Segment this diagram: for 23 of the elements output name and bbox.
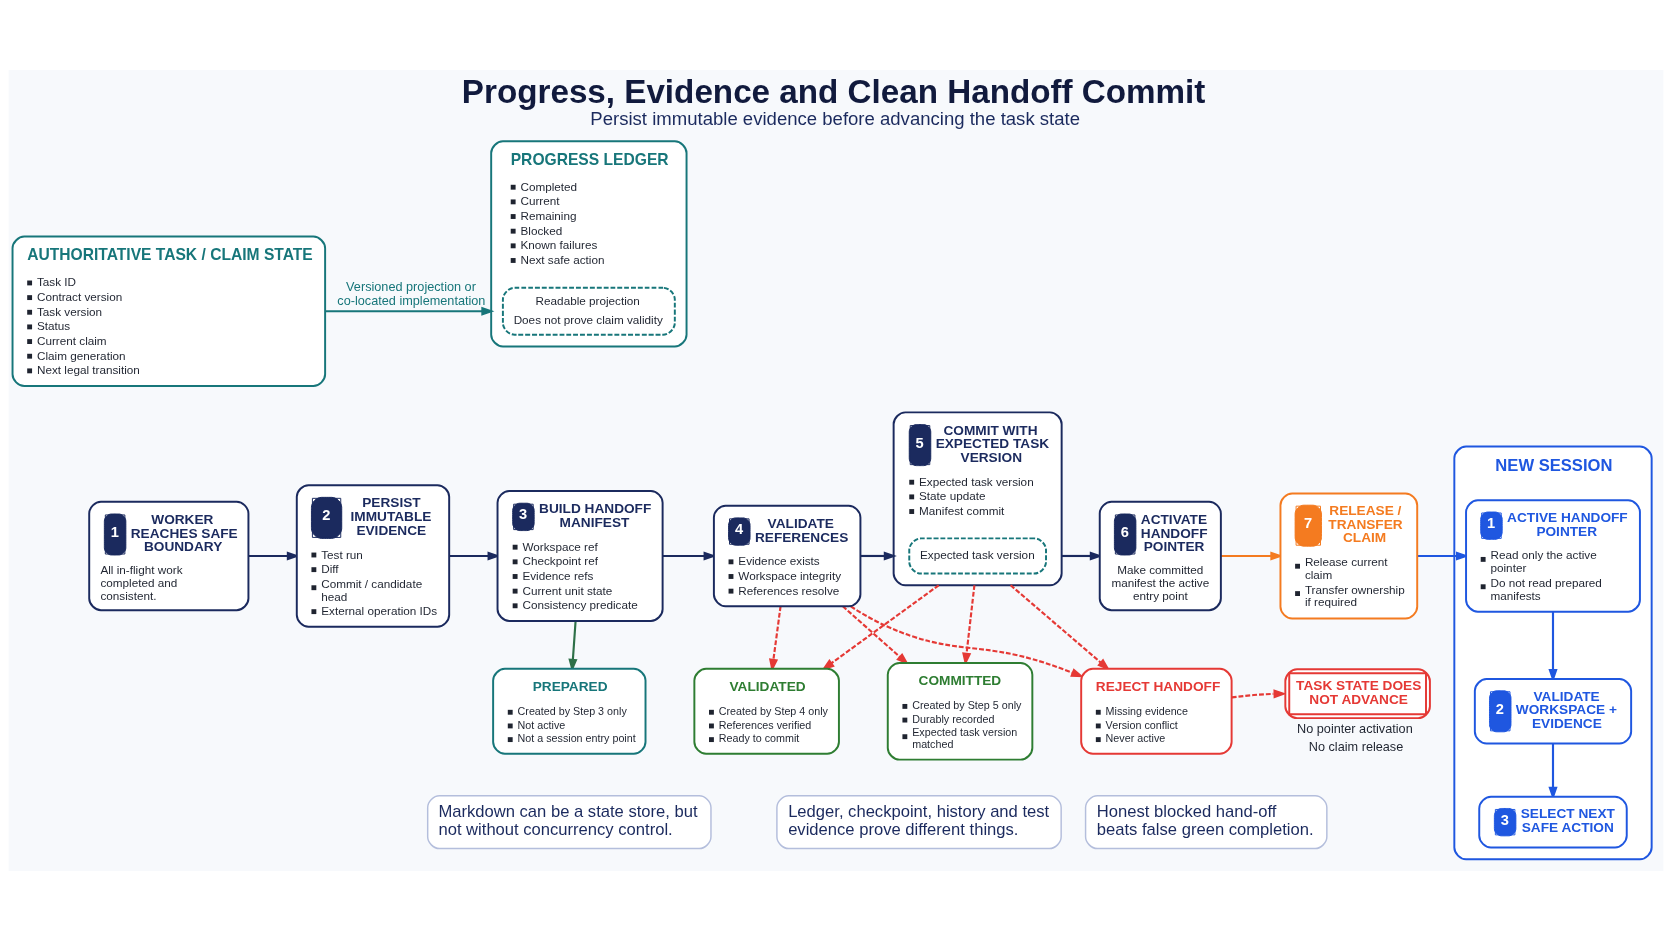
node-box: Ledger, checkpoint, history and test evidence prove different things. (776, 795, 1062, 850)
arrow (860, 551, 897, 561)
node-label: No pointer activation (1297, 722, 1413, 737)
arrow (325, 306, 495, 316)
node-box: 7 RELEASE / TRANSFER CLAIM Release current claim Transfer ownership if required (1279, 492, 1419, 620)
arrow (1231, 689, 1287, 699)
node-box: Expected task version (908, 537, 1047, 575)
node-box: 2 VALIDATE WORKSPACE + EVIDENCE (1473, 678, 1633, 745)
edge-label: Versioned projection or co-located implementation (337, 280, 486, 308)
node-box: Readable projection Does not prove claim validity (501, 286, 676, 336)
node-box: AUTHORITATIVE TASK / CLAIM STATE Task ID Contract version Task version Status Current claim Claim generation Next legal transition (11, 235, 327, 387)
node-box: 1 WORKER REACHES SAFE BOUNDARY All in-flight work completed and consistent. (88, 500, 250, 612)
node-box: REJECT HANDOFF Missing evidence Version conflict Never active (1080, 667, 1233, 755)
arrow (1009, 584, 1111, 671)
node-box: VALIDATED Created by Step 4 only References verified Ready to commit (693, 667, 840, 755)
node-box: 2 PERSIST IMMUTABLE EVIDENCE Test run Diff Commit / candidate head External operation IDs (295, 484, 451, 628)
node-box: Honest blocked hand-off beats false green completion. (1084, 795, 1328, 850)
node-box: Markdown can be a state store, but not without concurrency control. (426, 795, 712, 850)
node-label: No claim release (1308, 739, 1404, 754)
arrow (821, 584, 940, 671)
node-box: COMMITTED Created by Step 5 only Durably recorded Expected task version matched (886, 661, 1034, 761)
node-box: 6 ACTIVATE HANDOFF POINTER Make committed manifest the active entry point (1098, 500, 1222, 612)
node-box: PREPARED Created by Step 3 only Not active Not a session entry point (492, 667, 647, 755)
